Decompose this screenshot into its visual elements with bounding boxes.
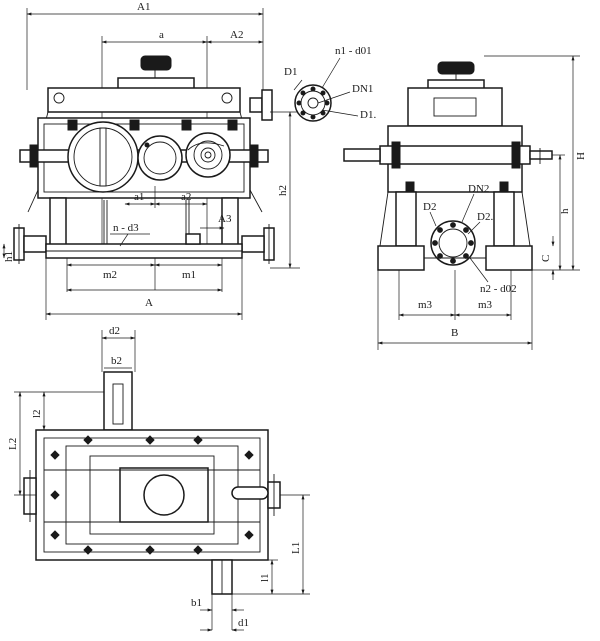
label-a: a (159, 29, 164, 41)
flange-detail-1: n1 - d01 D1 DN1 D1. (284, 45, 376, 122)
label-a1: a1 (134, 191, 144, 203)
label-h: h (559, 208, 571, 214)
label-DN1: DN1 (352, 83, 373, 95)
label-h2: h2 (277, 185, 289, 196)
label-d2: d2 (109, 325, 120, 337)
label-n2-d02: n2 - d02 (480, 283, 517, 295)
front-view: A1 a A2 a1 a2 A3 n - d3 m2 m1 A h1 h2 (2, 1, 300, 320)
label-C: C (540, 255, 552, 262)
label-B: B (451, 327, 458, 339)
label-m3-left: m3 (418, 299, 433, 311)
label-l1: l1 (259, 573, 271, 582)
label-D2-left: D2 (423, 201, 436, 213)
label-d1: d1 (238, 617, 249, 629)
label-A: A (145, 297, 153, 309)
label-D1-left: D1 (284, 66, 297, 78)
label-m3-right: m3 (478, 299, 493, 311)
label-n-d3: n - d3 (113, 222, 139, 234)
label-b2: b2 (111, 355, 122, 367)
label-D1-right: D1. (360, 109, 376, 121)
label-A2: A2 (230, 29, 243, 41)
label-H: H (575, 152, 587, 160)
label-A1: A1 (137, 1, 150, 13)
side-view: H h C DN2 D2 D2. n2 - d02 m3 m3 B (343, 55, 587, 350)
label-L2: L2 (7, 438, 19, 450)
top-view: d2 b2 l2 L2 L1 l1 b1 d1 (7, 325, 310, 632)
label-L1: L1 (290, 542, 302, 554)
label-l2: l2 (31, 409, 43, 418)
label-D2-right: D2. (477, 211, 493, 223)
label-h1: h1 (3, 251, 15, 262)
label-A3: A3 (218, 213, 232, 225)
label-n1-d01: n1 - d01 (335, 45, 372, 57)
label-DN2: DN2 (468, 183, 489, 195)
label-m1: m1 (182, 269, 196, 281)
label-b1: b1 (191, 597, 202, 609)
label-a2: a2 (181, 191, 191, 203)
label-m2: m2 (103, 269, 117, 281)
